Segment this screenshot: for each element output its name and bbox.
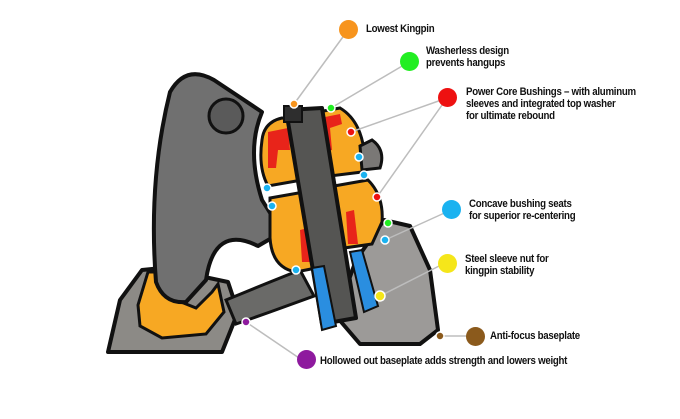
bushing-red-right-lower bbox=[346, 210, 358, 244]
marker-lowest-kingpin bbox=[289, 99, 299, 109]
callout-hollowed: Hollowed out baseplate adds strength and… bbox=[320, 355, 568, 367]
callout-dot-power-core bbox=[438, 88, 457, 107]
marker-steel-sleeve bbox=[374, 290, 386, 302]
marker-concave-6 bbox=[291, 265, 301, 275]
marker-anti-focus bbox=[435, 331, 445, 341]
sleeve-nut-left bbox=[310, 264, 338, 332]
callout-washerless: Washerless design prevents hangups bbox=[426, 45, 509, 69]
hanger-arm bbox=[151, 72, 284, 305]
marker-concave-3 bbox=[262, 183, 272, 193]
washer-tab bbox=[358, 138, 384, 172]
bushing-red-left bbox=[268, 128, 290, 168]
callout-steel-sleeve: Steel sleeve nut for kingpin stability bbox=[465, 253, 549, 277]
callout-lowest-kingpin: Lowest Kingpin bbox=[366, 23, 435, 35]
callout-dot-steel-sleeve bbox=[438, 254, 457, 273]
callout-anti-focus: Anti-focus baseplate bbox=[490, 330, 580, 342]
marker-hollowed bbox=[241, 317, 251, 327]
bushing-right-lower bbox=[332, 178, 384, 250]
callout-dot-hollowed bbox=[297, 350, 316, 369]
pivot-hole bbox=[207, 97, 245, 135]
marker-power-core-2 bbox=[372, 192, 382, 202]
callout-concave-seats: Concave bushing seats for superior re-ce… bbox=[469, 198, 576, 222]
callout-dot-washerless bbox=[400, 52, 419, 71]
callout-power-core: Power Core Bushings – with aluminum slee… bbox=[466, 86, 636, 122]
marker-concave-1 bbox=[354, 152, 364, 162]
hanger-bar bbox=[224, 268, 317, 326]
marker-washerless bbox=[326, 103, 336, 113]
marker-concave-5 bbox=[380, 235, 390, 245]
marker-power-core-1 bbox=[346, 127, 356, 137]
marker-washerless-2 bbox=[383, 218, 393, 228]
marker-dots bbox=[241, 99, 445, 341]
marker-concave-4 bbox=[267, 201, 277, 211]
sleeve-nut-right bbox=[348, 248, 380, 314]
leader-lines bbox=[245, 29, 468, 361]
callout-dot-anti-focus bbox=[466, 327, 485, 346]
callout-dot-lowest-kingpin bbox=[339, 20, 358, 39]
callout-dot-concave-seats bbox=[442, 200, 461, 219]
kingpin bbox=[284, 106, 358, 326]
marker-concave-2 bbox=[359, 170, 369, 180]
